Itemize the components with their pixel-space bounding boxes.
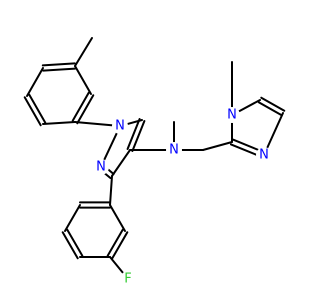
bond-ch2b-imc2 bbox=[202, 141, 233, 151]
bond-t2-t3 bbox=[26, 67, 44, 97]
bond-t5-t6 bbox=[76, 94, 95, 125]
bond-n2-n1 bbox=[102, 131, 119, 162]
bond-f6-f1 bbox=[109, 204, 126, 232]
atom-n-imidazole-1-label: N bbox=[227, 108, 237, 123]
bond-t5-n1 bbox=[74, 121, 114, 127]
bond-t6-t1 bbox=[74, 65, 92, 95]
atom-n-pyrazole-1: N bbox=[112, 118, 128, 134]
atom-n-imidazole-1: N bbox=[224, 107, 240, 123]
atom-n-pyrazole-1-label: N bbox=[115, 119, 125, 134]
bond-t3-t4 bbox=[23, 96, 42, 127]
bond-c4-c3 bbox=[111, 149, 131, 177]
atom-n-amine-label: N bbox=[169, 143, 179, 158]
atom-n-imidazole-3-label: N bbox=[259, 148, 269, 163]
atom-n-pyrazole-2: N bbox=[93, 159, 109, 175]
atom-f-fluoro-label: F bbox=[124, 272, 131, 287]
bond-t4-t5 bbox=[42, 121, 76, 125]
bond-f2-f3 bbox=[64, 204, 81, 232]
bond-f3-f4 bbox=[61, 231, 79, 260]
bond-imn1-imc5 bbox=[237, 99, 261, 113]
bond-imc4-imn3 bbox=[265, 112, 284, 150]
bond-t1-t2 bbox=[41, 62, 76, 67]
bond-t5-t6-second bbox=[71, 91, 90, 122]
atom-n-pyrazole-2-label: N bbox=[96, 160, 106, 175]
bond-c3-n2 bbox=[107, 168, 115, 175]
bond-imc5-imc4-second bbox=[260, 96, 286, 112]
bond-f5-f6-second bbox=[106, 228, 124, 257]
bond-t3-t4-second bbox=[28, 93, 47, 124]
atom-n-amine: N bbox=[166, 142, 182, 158]
bond-t1-t2-second bbox=[42, 67, 77, 72]
bond-f5-f6 bbox=[111, 231, 129, 260]
bond-imn3-imc2-second bbox=[230, 143, 258, 156]
bond-c3-n2-second bbox=[103, 172, 112, 179]
bond-f3-f4-second bbox=[66, 228, 84, 257]
bond-c5-c4-second bbox=[131, 120, 146, 152]
molecule-structure-diagram: N N N N N F bbox=[23, 37, 286, 287]
bond-imc5-imc4 bbox=[257, 101, 283, 117]
atom-f-fluoro: F bbox=[120, 271, 136, 287]
atom-label-layer: N N N N N F bbox=[93, 107, 272, 287]
bond-c3-f1 bbox=[109, 175, 113, 206]
bond-layer bbox=[23, 37, 286, 275]
bond-imn3-imc2 bbox=[232, 138, 260, 151]
bond-me_tol-t1 bbox=[74, 37, 93, 67]
bond-c5-c4 bbox=[126, 118, 141, 150]
bond-f5-f_atom bbox=[109, 256, 125, 275]
atom-n-imidazole-3: N bbox=[256, 147, 272, 163]
